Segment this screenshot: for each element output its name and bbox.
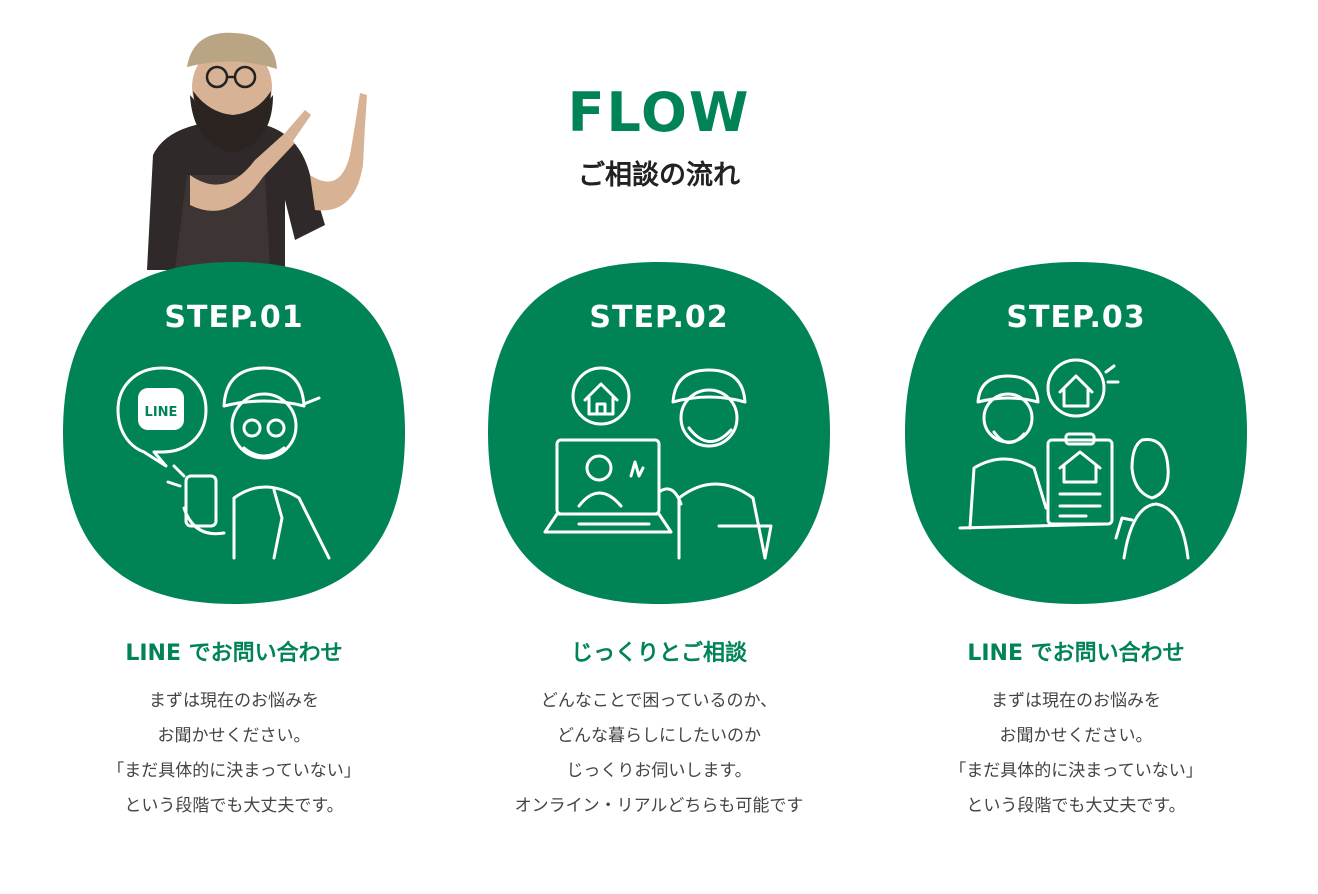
pointing-man-photo bbox=[147, 32, 367, 270]
step-card-3: STEP.03 bbox=[901, 258, 1251, 608]
description-line: お聞かせください。 bbox=[999, 726, 1153, 746]
description-line: オンライン・リアルどちらも可能です bbox=[514, 796, 804, 816]
step-heading: じっくりとご相談 bbox=[570, 641, 747, 666]
section-subtitle: ご相談の流れ bbox=[578, 160, 740, 191]
line-badge-text: LINE bbox=[145, 405, 178, 420]
description-line: お聞かせください。 bbox=[157, 726, 311, 746]
step-label: STEP.02 bbox=[589, 300, 729, 335]
step-description: どんなことで困っているのか、 どんな暮らしにしたいのか じっくりお伺いします。 … bbox=[444, 684, 874, 824]
line-chat-phone-icon: LINE bbox=[116, 366, 331, 560]
description-line: 「まだ具体的に決まっていない」 bbox=[107, 761, 361, 781]
step-description: まずは現在のお悩みを お聞かせください。 「まだ具体的に決まっていない」 という… bbox=[861, 684, 1291, 824]
step-blob-background bbox=[488, 262, 830, 604]
description-line: どんな暮らしにしたいのか bbox=[557, 726, 761, 746]
step-label: STEP.03 bbox=[1006, 300, 1146, 335]
description-line: という段階でも大丈夫です。 bbox=[966, 796, 1186, 816]
house-plan-consultation-icon bbox=[958, 358, 1190, 560]
section-title: FLOW bbox=[567, 81, 751, 144]
step-heading: LINE でお問い合わせ bbox=[967, 641, 1185, 666]
description-line: じっくりお伺いします。 bbox=[566, 761, 752, 781]
step-heading: LINE でお問い合わせ bbox=[125, 641, 343, 666]
step-text-3: LINE でお問い合わせ まずは現在のお悩みを お聞かせください。 「まだ具体的… bbox=[861, 636, 1291, 824]
description-line: どんなことで困っているのか、 bbox=[540, 691, 778, 711]
description-line: という段階でも大丈夫です。 bbox=[124, 796, 344, 816]
step-description: まずは現在のお悩みを お聞かせください。 「まだ具体的に決まっていない」 という… bbox=[19, 684, 449, 824]
step-label: STEP.01 bbox=[164, 300, 304, 335]
description-line: まずは現在のお悩みを bbox=[991, 691, 1161, 711]
step-card-2: STEP.02 bbox=[484, 258, 834, 608]
step-card-1: STEP.01 LINE bbox=[59, 258, 409, 608]
description-line: 「まだ具体的に決まっていない」 bbox=[949, 761, 1203, 781]
step-text-2: じっくりとご相談 どんなことで困っているのか、 どんな暮らしにしたいのか じっく… bbox=[444, 636, 874, 824]
description-line: まずは現在のお悩みを bbox=[149, 691, 319, 711]
step-text-1: LINE でお問い合わせ まずは現在のお悩みを お聞かせください。 「まだ具体的… bbox=[19, 636, 449, 824]
video-call-laptop-icon bbox=[543, 366, 773, 560]
